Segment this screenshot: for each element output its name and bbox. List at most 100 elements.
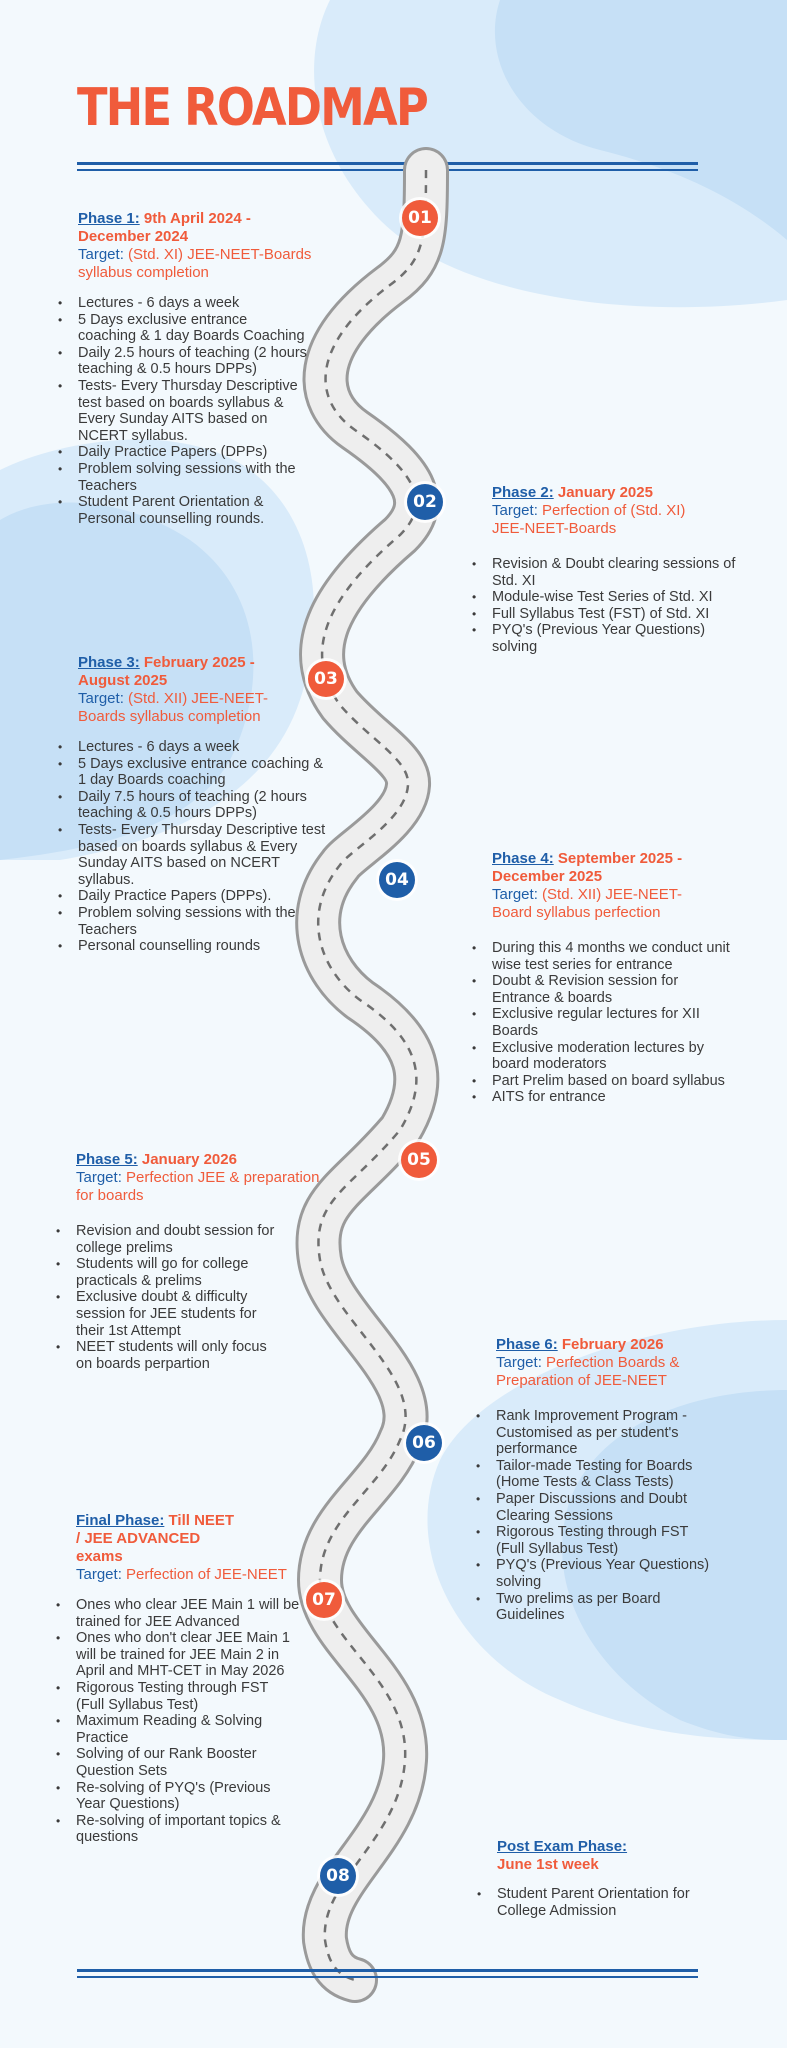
list-item: Ones who don't clear JEE Main 1 will be … (56, 1630, 291, 1680)
list-item: Students will go for college practicals … (56, 1256, 276, 1289)
phase-label: Phase 2: (492, 484, 554, 501)
list-item: Daily Practice Papers (DPPs). (58, 888, 328, 905)
phase-heading: Phase 3: February 2025 - August 2025 (78, 654, 273, 690)
list-item: Rigorous Testing through FST (Full Sylla… (56, 1680, 281, 1713)
phase-period: February 2025 - August 2025 (78, 654, 255, 689)
phase-items: Revision & Doubt clearing sessions of St… (472, 556, 742, 656)
phase-label: Phase 3: (78, 654, 140, 671)
phase-target: Target: Perfection JEE & preparation for… (76, 1169, 320, 1204)
phase-items: Lectures - 6 days a week 5 Days exclusiv… (58, 295, 308, 527)
page-title: THE ROADMAP (77, 78, 429, 138)
phase-target: Target: Perfection of JEE-NEET (76, 1566, 287, 1583)
list-item: Solving of our Rank Booster Question Set… (56, 1746, 271, 1779)
list-item: Re-solving of important topics & questio… (56, 1813, 306, 1846)
phase-2-badge: 02 (407, 484, 443, 520)
list-item: Rank Improvement Program - Customised as… (476, 1408, 711, 1458)
list-item: Tests- Every Thursday Descriptive test b… (58, 378, 308, 444)
list-item: PYQ's (Previous Year Questions) solving (472, 622, 727, 655)
phase-items: Lectures - 6 days a week 5 Days exclusiv… (58, 739, 328, 955)
list-item: Full Syllabus Test (FST) of Std. XI (472, 606, 742, 623)
phase-target: Target: (Std. XII) JEE-NEET-Boards sylla… (78, 690, 269, 725)
phase-final: Final Phase: Till NEET / JEE ADVANCED ex… (56, 1512, 301, 1846)
phase-heading: Phase 5: January 2026 (76, 1151, 331, 1169)
phase-6: Phase 6: February 2026 Target: Perfectio… (476, 1336, 736, 1624)
list-item: NEET students will only focus on boards … (56, 1339, 286, 1372)
phase-5-badge: 05 (401, 1142, 437, 1178)
phase-heading: Phase 2: January 2025 (492, 484, 742, 502)
list-item: Re-solving of PYQ's (Previous Year Quest… (56, 1780, 291, 1813)
bottom-divider (77, 1969, 698, 1972)
list-item: Paper Discussions and Doubt Clearing Ses… (476, 1491, 706, 1524)
list-item: Module-wise Test Series of Std. XI (472, 589, 742, 606)
phase-target: Target: Perfection Boards & Preparation … (496, 1354, 680, 1389)
list-item: Two prelims as per Board Guidelines (476, 1591, 686, 1624)
phase-label: Final Phase: (76, 1512, 165, 1529)
phase-items: Rank Improvement Program - Customised as… (476, 1408, 726, 1624)
list-item: Daily 7.5 hours of teaching (2 hours tea… (58, 789, 328, 822)
phase-period: September 2025 - December 2025 (492, 850, 683, 885)
list-item: Doubt & Revision session for Entrance & … (472, 973, 707, 1006)
list-item: Student Parent Orientation & Personal co… (58, 494, 308, 527)
phase-label: Post Exam Phase: (497, 1838, 628, 1855)
list-item: Ones who clear JEE Main 1 will be traine… (56, 1597, 301, 1630)
phase-5: Phase 5: January 2026 Target: Perfection… (56, 1151, 331, 1372)
phase-8-badge: 08 (320, 1858, 356, 1894)
list-item: 5 Days exclusive entrance coaching & 1 d… (58, 312, 308, 345)
phase-items: Revision and doubt session for college p… (56, 1223, 286, 1372)
list-item: During this 4 months we conduct unit wis… (472, 940, 732, 973)
list-item: Tailor-made Testing for Boards (Home Tes… (476, 1458, 721, 1491)
phase-heading: Phase 6: February 2026 (496, 1336, 736, 1354)
phase-3: Phase 3: February 2025 - August 2025 Tar… (58, 654, 325, 955)
phase-period: June 1st week (497, 1856, 599, 1873)
phase-period: January 2026 (141, 1151, 237, 1168)
list-item: Tests- Every Thursday Descriptive test b… (58, 822, 328, 888)
phase-label: Phase 4: (492, 850, 554, 867)
list-item: PYQ's (Previous Year Questions) solving (476, 1557, 726, 1590)
top-divider (77, 162, 698, 165)
phase-target: Target: Perfection of (Std. XI) JEE-NEET… (492, 502, 686, 537)
list-item: Problem solving sessions with the Teache… (58, 905, 328, 938)
phase-2: Phase 2: January 2025 Target: Perfection… (472, 484, 742, 656)
phase-heading: Phase 4: September 2025 - December 2025 (492, 850, 702, 886)
phase-period: 9th April 2024 - December 2024 (78, 210, 251, 245)
phase-items: Student Parent Orientation for College A… (477, 1886, 727, 1919)
list-item: Daily 2.5 hours of teaching (2 hours tea… (58, 345, 308, 378)
list-item: Revision and doubt session for college p… (56, 1223, 286, 1256)
phase-4-badge: 04 (379, 862, 415, 898)
list-item: Rigorous Testing through FST (Full Sylla… (476, 1524, 711, 1557)
list-item: 5 Days exclusive entrance coaching & 1 d… (58, 756, 328, 789)
phase-target: Target: (Std. XI) JEE-NEET-Boards syllab… (78, 246, 312, 281)
phase-items: Ones who clear JEE Main 1 will be traine… (56, 1597, 301, 1846)
list-item: Maximum Reading & Solving Practice (56, 1713, 286, 1746)
top-divider-secondary (77, 169, 698, 171)
list-item: Exclusive regular lectures for XII Board… (472, 1006, 727, 1039)
list-item: Exclusive moderation lectures by board m… (472, 1040, 732, 1073)
phase-3-badge: 03 (308, 661, 344, 697)
phase-6-badge: 06 (406, 1425, 442, 1461)
phase-target: Target: (Std. XII) JEE-NEET-Board syllab… (492, 886, 683, 921)
phase-label: Phase 5: (76, 1151, 138, 1168)
list-item: Lectures - 6 days a week (58, 295, 308, 312)
list-item: Part Prelim based on board syllabus (472, 1073, 747, 1090)
list-item: Lectures - 6 days a week (58, 739, 328, 756)
list-item: Exclusive doubt & difficulty session for… (56, 1289, 276, 1339)
phase-heading: Final Phase: Till NEET / JEE ADVANCED ex… (76, 1512, 241, 1566)
phase-label: Phase 1: (78, 210, 140, 227)
phase-1-badge: 01 (402, 200, 438, 236)
list-item: Revision & Doubt clearing sessions of St… (472, 556, 742, 589)
phase-period: Till NEET / JEE ADVANCED exams (76, 1512, 235, 1565)
phase-items: During this 4 months we conduct unit wis… (472, 940, 747, 1106)
list-item: AITS for entrance (472, 1089, 747, 1106)
list-item: Personal counselling rounds (58, 938, 328, 955)
phase-label: Phase 6: (496, 1336, 558, 1353)
phase-period: February 2026 (561, 1336, 664, 1353)
phase-period: January 2025 (557, 484, 653, 501)
phase-7-badge: 07 (306, 1582, 342, 1618)
bottom-divider-secondary (77, 1976, 698, 1978)
phase-post-exam: Post Exam Phase: June 1st week Student P… (477, 1838, 737, 1919)
list-item: Daily Practice Papers (DPPs) (58, 444, 308, 461)
phase-heading: Phase 1: 9th April 2024 - December 2024 (78, 210, 318, 246)
list-item: Student Parent Orientation for College A… (477, 1886, 727, 1919)
phase-heading: Post Exam Phase: June 1st week (497, 1838, 647, 1874)
phase-4: Phase 4: September 2025 - December 2025 … (472, 850, 747, 1106)
